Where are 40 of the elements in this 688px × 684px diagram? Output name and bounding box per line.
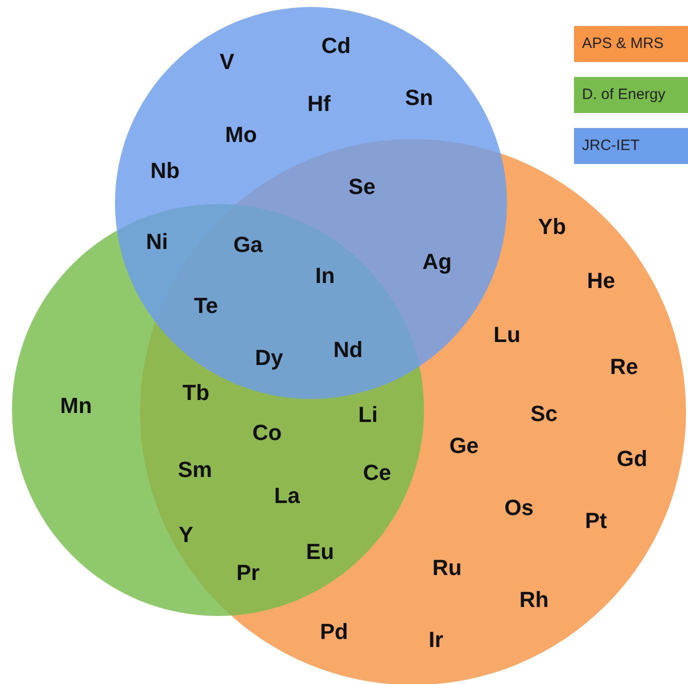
element-symbol: Tb [182, 382, 210, 404]
element-symbol: He [586, 270, 616, 292]
element-symbol: Se [348, 176, 376, 198]
element-symbol: Li [358, 404, 378, 426]
element-symbol: Sm [178, 459, 212, 481]
element-symbol: Eu [306, 541, 334, 563]
element-symbol: Nd [333, 339, 363, 361]
element-symbol: V [220, 51, 234, 73]
element-symbol: Ge [449, 435, 479, 457]
element-symbol: Ir [428, 629, 444, 651]
element-symbol: Mo [225, 124, 257, 146]
element-symbol: Nb [150, 160, 180, 182]
element-symbol: Ni [146, 231, 168, 253]
element-symbol: Y [178, 524, 194, 546]
element-symbol: Rh [519, 589, 549, 611]
element-symbol: Ga [233, 234, 263, 256]
element-symbol: La [274, 485, 300, 507]
element-symbol: Ce [362, 462, 392, 484]
element-symbol: Cd [321, 35, 351, 57]
element-symbol: Sc [530, 403, 558, 425]
element-symbol: Ru [432, 557, 462, 579]
element-symbol: Lu [494, 324, 520, 346]
legend-label: JRC-IET [582, 136, 640, 156]
element-symbol: Pd [320, 621, 348, 643]
element-symbol: Sn [404, 87, 434, 109]
element-symbol: Re [610, 356, 638, 378]
element-symbol: In [315, 265, 335, 287]
element-symbol: Dy [254, 347, 284, 369]
element-symbol: Os [504, 497, 534, 519]
legend-label: APS & MRS [582, 34, 664, 54]
element-symbol: Co [252, 422, 282, 444]
element-symbol: Hf [307, 93, 331, 115]
element-symbol: Ag [422, 251, 452, 273]
element-symbol: Mn [60, 395, 92, 417]
legend-label: D. of Energy [582, 84, 666, 105]
element-symbol: Yb [538, 216, 566, 238]
element-symbol: Gd [616, 448, 648, 470]
element-symbol: Pr [236, 562, 260, 584]
element-symbol: Te [194, 295, 218, 317]
element-symbol: Pt [585, 510, 607, 532]
